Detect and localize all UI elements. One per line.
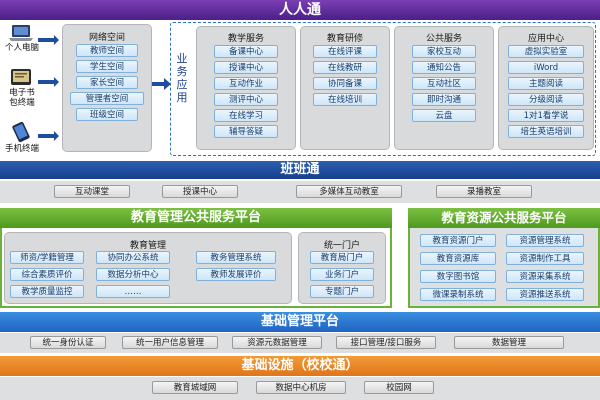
app-item-interactive-hw[interactable]: 互动作业 bbox=[214, 77, 278, 90]
app-item-virtual-lab[interactable]: 虚拟实验室 bbox=[508, 45, 584, 58]
app-item-collab-prep[interactable]: 协同备课 bbox=[313, 77, 377, 90]
space-item-class[interactable]: 班级空间 bbox=[76, 108, 138, 121]
base-item-data-mgmt[interactable]: 数据管理 bbox=[454, 336, 564, 349]
mgmt-item-teacher-student[interactable]: 师资/学籍管理 bbox=[10, 251, 84, 264]
bbt-item-recording-room[interactable]: 录播教室 bbox=[436, 185, 532, 198]
res-item-portal[interactable]: 教育资源门户 bbox=[420, 234, 496, 247]
network-to-apps-connector bbox=[152, 78, 171, 90]
bbt-item-multimedia-room[interactable]: 多媒体互动教室 bbox=[296, 185, 402, 198]
app-item-notices[interactable]: 通知公告 bbox=[412, 61, 476, 74]
app-item-1to1[interactable]: 1对1看学说 bbox=[508, 109, 584, 122]
portal-title: 统一门户 bbox=[323, 241, 360, 251]
base-item-user-info[interactable]: 统一用户信息管理 bbox=[122, 336, 218, 349]
mgmt-item-comprehensive-eval[interactable]: 综合素质评价 bbox=[10, 268, 84, 281]
app-item-cloud-disk[interactable]: 云盘 bbox=[412, 109, 476, 122]
space-item-parent[interactable]: 家长空间 bbox=[76, 76, 138, 89]
business-apps-frame bbox=[170, 22, 596, 156]
mgmt-item-collab-office[interactable]: 协同办公系统 bbox=[96, 251, 170, 264]
infra-bar: 基础设施（校校通） bbox=[0, 356, 600, 376]
res-item-digital-library[interactable]: 数字图书馆 bbox=[420, 270, 496, 283]
app-group-app-center-title: 应用中心 bbox=[527, 34, 564, 44]
portal-item-business[interactable]: 业务门户 bbox=[310, 268, 374, 281]
app-item-lecture-center[interactable]: 授课中心 bbox=[214, 61, 278, 74]
app-item-pearson-english[interactable]: 培生英语培训 bbox=[508, 125, 584, 138]
infra-title: 基础设施（校校通） bbox=[241, 358, 359, 373]
mgmt-item-teacher-dev[interactable]: 教师发展评价 bbox=[196, 268, 276, 281]
res-item-push-system[interactable]: 资源推送系统 bbox=[506, 288, 584, 301]
device-label-ebook: 电子书 包终端 bbox=[9, 88, 35, 108]
laptop-icon bbox=[9, 25, 33, 41]
device-label-pc: 个人电脑 bbox=[4, 43, 39, 53]
app-item-tutoring[interactable]: 辅导答疑 bbox=[214, 125, 278, 138]
base-item-metadata[interactable]: 资源元数据管理 bbox=[232, 336, 322, 349]
res-item-mgmt-system[interactable]: 资源管理系统 bbox=[506, 234, 584, 247]
infra-item-campus-network[interactable]: 校园网 bbox=[364, 381, 434, 394]
base-item-interface[interactable]: 接口管理/接口服务 bbox=[336, 336, 436, 349]
edu-mgmt-bar: 教育管理公共服务平台 bbox=[0, 208, 392, 228]
infra-item-datacenter[interactable]: 数据中心机房 bbox=[256, 381, 346, 394]
app-item-instant-msg[interactable]: 即时沟通 bbox=[412, 93, 476, 106]
res-item-microlesson[interactable]: 微课录制系统 bbox=[420, 288, 496, 301]
business-apps-label: 业务应用 bbox=[176, 52, 188, 104]
banbantong-bar: 班班通 bbox=[0, 161, 600, 179]
mgmt-item-academic-affairs[interactable]: 教务管理系统 bbox=[196, 251, 276, 264]
ebook-icon bbox=[11, 69, 31, 85]
app-item-graded-reading[interactable]: 分级阅读 bbox=[508, 93, 584, 106]
edu-resource-title: 教育资源公共服务平台 bbox=[441, 210, 567, 225]
base-mgmt-title: 基础管理平台 bbox=[260, 314, 339, 329]
phone-icon bbox=[12, 122, 30, 142]
base-item-identity[interactable]: 统一身份认证 bbox=[30, 336, 106, 349]
device-label-phone: 手机终端 bbox=[4, 144, 39, 154]
app-item-prep-center[interactable]: 备课中心 bbox=[214, 45, 278, 58]
res-item-collection-system[interactable]: 资源采集系统 bbox=[506, 270, 584, 283]
infra-item-metro-network[interactable]: 教育城域网 bbox=[152, 381, 238, 394]
portal-item-topic[interactable]: 专题门户 bbox=[310, 285, 374, 298]
edu-mgmt-title: 教育管理公共服务平台 bbox=[130, 210, 261, 225]
top-title: 人人通 bbox=[279, 2, 321, 18]
app-item-community[interactable]: 互动社区 bbox=[412, 77, 476, 90]
mgmt-item-data-analysis[interactable]: 数据分析中心 bbox=[96, 268, 170, 281]
app-item-online-research[interactable]: 在线教研 bbox=[313, 61, 377, 74]
space-item-manager[interactable]: 管理者空间 bbox=[70, 92, 144, 105]
bbt-item-interactive-class[interactable]: 互动课堂 bbox=[54, 185, 130, 198]
mgmt-item-quality-monitor[interactable]: 教学质量监控 bbox=[10, 285, 84, 298]
mgmt-item-more[interactable]: …… bbox=[96, 285, 170, 298]
network-space-title: 网络空间 bbox=[88, 33, 125, 43]
app-item-home-school[interactable]: 家校互动 bbox=[412, 45, 476, 58]
edu-resource-bar: 教育资源公共服务平台 bbox=[408, 208, 600, 228]
app-item-theme-reading[interactable]: 主题阅读 bbox=[508, 77, 584, 90]
app-group-public-title: 公共服务 bbox=[425, 34, 462, 44]
res-item-library[interactable]: 教育资源库 bbox=[420, 252, 496, 265]
edu-mgmt-subtitle: 教育管理 bbox=[129, 241, 166, 251]
banbantong-title: 班班通 bbox=[280, 162, 320, 177]
space-item-teacher[interactable]: 教师空间 bbox=[76, 44, 138, 57]
portal-item-bureau[interactable]: 教育局门户 bbox=[310, 251, 374, 264]
space-item-student[interactable]: 学生空间 bbox=[76, 60, 138, 73]
app-item-iword[interactable]: iWord bbox=[508, 61, 584, 74]
res-item-production-tool[interactable]: 资源制作工具 bbox=[506, 252, 584, 265]
app-item-assessment[interactable]: 测评中心 bbox=[214, 93, 278, 106]
top-title-bar: 人人通 bbox=[0, 0, 600, 20]
app-item-online-training[interactable]: 在线培训 bbox=[313, 93, 377, 106]
app-item-online-learning[interactable]: 在线学习 bbox=[214, 109, 278, 122]
app-group-teaching-title: 教学服务 bbox=[227, 34, 264, 44]
bbt-item-lecture-center[interactable]: 授课中心 bbox=[162, 185, 238, 198]
app-group-research-title: 教育研修 bbox=[326, 34, 363, 44]
device-arrows bbox=[38, 35, 59, 141]
app-item-online-review[interactable]: 在线评课 bbox=[313, 45, 377, 58]
base-mgmt-bar: 基础管理平台 bbox=[0, 312, 600, 332]
